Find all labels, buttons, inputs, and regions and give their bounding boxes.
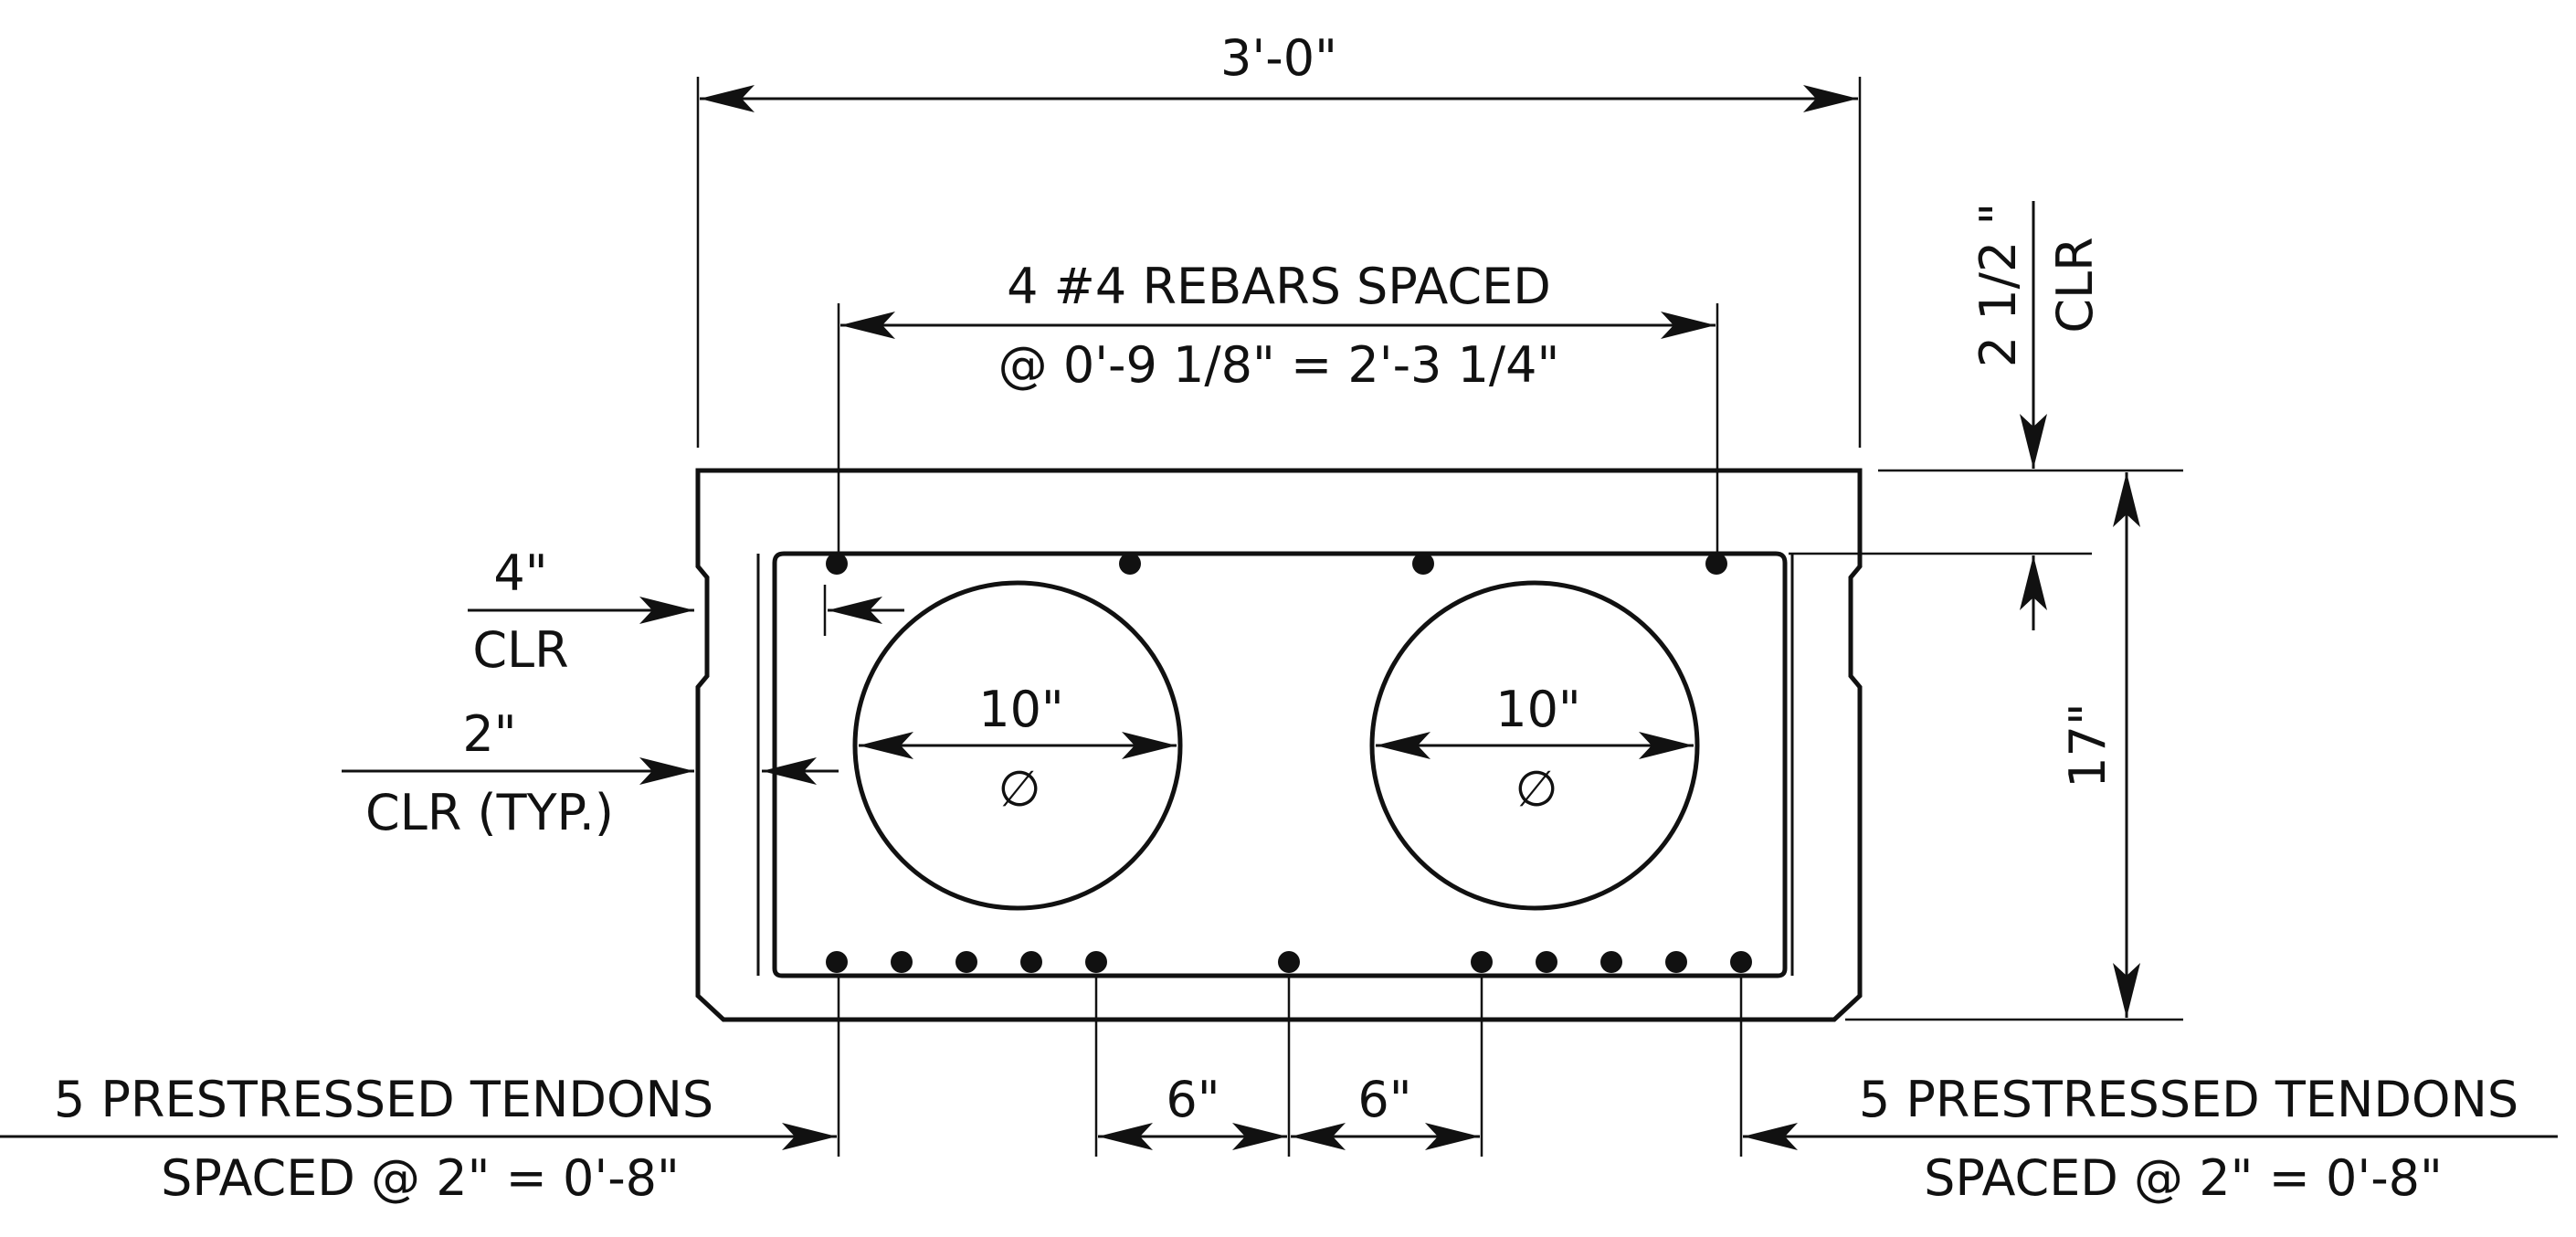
- reinforcement-cage: [772, 551, 1788, 978]
- rebar-callout-line1: 4 #4 REBARS SPACED: [1007, 258, 1551, 315]
- tendons-left-line1: 5 PRESTRESSED TENDONS: [54, 1071, 713, 1128]
- tendon: [1471, 951, 1493, 973]
- void-right: [1369, 580, 1700, 911]
- beam-outline: [695, 468, 1863, 1022]
- void-left: [852, 580, 1183, 911]
- bottom-tendons: [826, 951, 1752, 973]
- typ-clear-value: 2": [462, 705, 516, 763]
- tendon: [1600, 951, 1622, 973]
- top-rebars: [826, 553, 1727, 575]
- tendon-spacing-left-label: 6": [1166, 1071, 1219, 1128]
- tendon: [1536, 951, 1557, 973]
- tendons-right-line2: SPACED @ 2" = 0'-8": [1924, 1149, 2443, 1207]
- tendon: [891, 951, 913, 973]
- typ-clear-label: CLR (TYP.): [365, 784, 614, 841]
- void-left-diameter: 10": [978, 681, 1064, 738]
- side-clear-label: CLR: [472, 621, 568, 679]
- tendon: [826, 951, 848, 973]
- tendons-left-line2: SPACED @ 2" = 0'-8": [161, 1149, 680, 1207]
- overall-width-label: 3'-0": [1220, 29, 1337, 87]
- void-right-diameter-symbol: ∅: [1515, 760, 1557, 818]
- rebar: [1705, 553, 1727, 575]
- void-right-diameter: 10": [1495, 681, 1581, 738]
- top-clear-label: CLR: [2046, 237, 2104, 333]
- tendon: [1085, 951, 1107, 973]
- rebar: [1412, 553, 1434, 575]
- height-label: 17": [2059, 703, 2117, 788]
- tendon: [1665, 951, 1687, 973]
- tendon: [1278, 951, 1300, 973]
- rebar: [826, 553, 848, 575]
- tendons-right-line1: 5 PRESTRESSED TENDONS: [1859, 1071, 2518, 1128]
- rebar: [1119, 553, 1141, 575]
- tendon: [1730, 951, 1752, 973]
- tendon-spacing-right-label: 6": [1357, 1071, 1411, 1128]
- tendon: [955, 951, 977, 973]
- top-clear-value: 2 1/2 ": [1969, 203, 2027, 367]
- void-left-diameter-symbol: ∅: [998, 760, 1040, 818]
- side-clear-value: 4": [493, 544, 547, 602]
- tendon: [1020, 951, 1042, 973]
- rebar-callout-line2: @ 0'-9 1/8" = 2'-3 1/4": [998, 336, 1560, 394]
